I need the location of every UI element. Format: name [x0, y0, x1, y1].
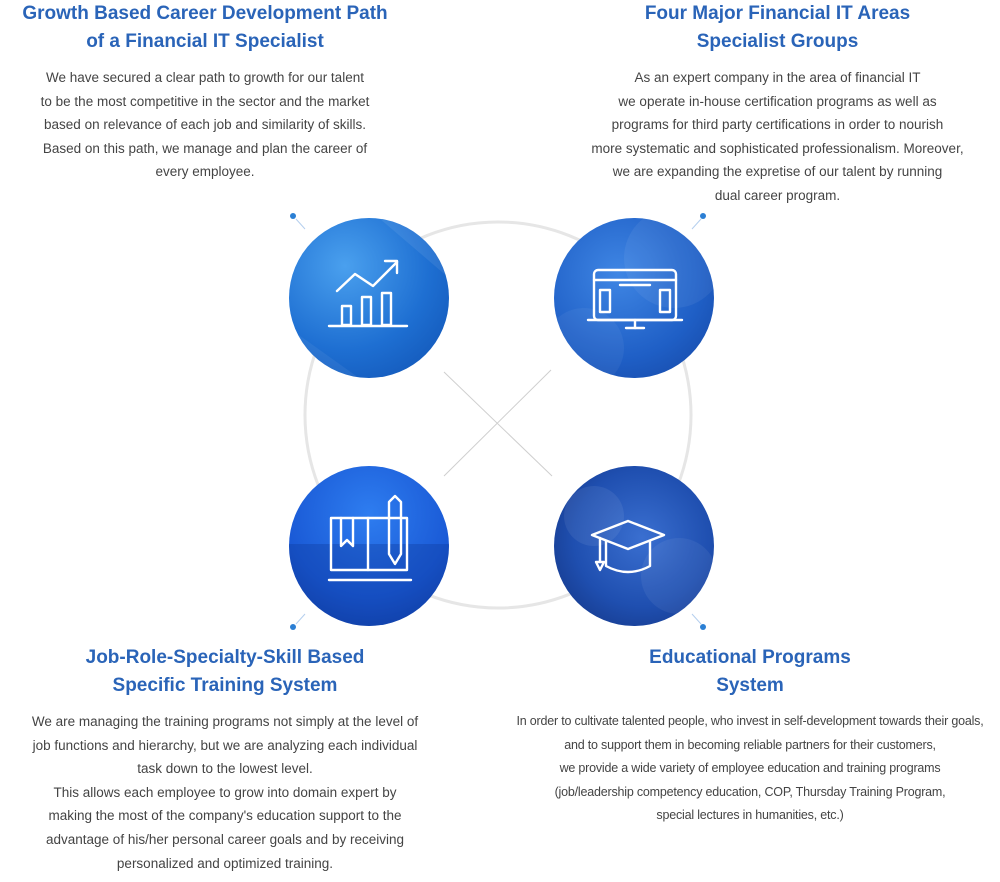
- training-system-title: Job-Role-Specialty-Skill Based Specific …: [85, 647, 365, 696]
- graduation-cap-icon: [564, 486, 714, 614]
- specialist-groups-section: Four Major Financial IT Areas Specialist…: [555, 0, 1000, 208]
- educational-programs-section: Educational Programs System In order to …: [490, 644, 1000, 828]
- education-circle: [554, 466, 714, 626]
- educational-programs-title: Educational Programs System: [649, 647, 851, 696]
- educational-programs-description: In order to cultivate talented people, w…: [516, 714, 984, 823]
- career-path-section: Growth Based Career Development Path of …: [0, 0, 410, 184]
- connector-dot-br: [700, 624, 706, 630]
- cross-line-2: [443, 369, 552, 477]
- career-path-description: We have secured a clear path to growth f…: [40, 70, 370, 180]
- training-system-description: We are managing the training programs no…: [31, 714, 419, 871]
- monitor-circle: [554, 218, 714, 378]
- growth-circle: [289, 218, 449, 378]
- connector-dot-tr: [700, 213, 706, 219]
- connector-dot-tl: [290, 213, 296, 219]
- career-path-title: Growth Based Career Development Path of …: [22, 3, 388, 52]
- monitor-icon: [554, 218, 714, 378]
- training-system-section: Job-Role-Specialty-Skill Based Specific …: [0, 644, 450, 875]
- growth-chart-icon: [289, 218, 449, 378]
- connector-dot-bl: [290, 624, 296, 630]
- training-circle: [289, 466, 449, 626]
- specialist-groups-description: As an expert company in the area of fina…: [591, 70, 964, 203]
- book-pen-icon: [289, 494, 449, 626]
- cross-line-1: [443, 371, 553, 477]
- specialist-groups-title: Four Major Financial IT Areas Specialist…: [644, 3, 911, 52]
- center-ring: [303, 220, 693, 610]
